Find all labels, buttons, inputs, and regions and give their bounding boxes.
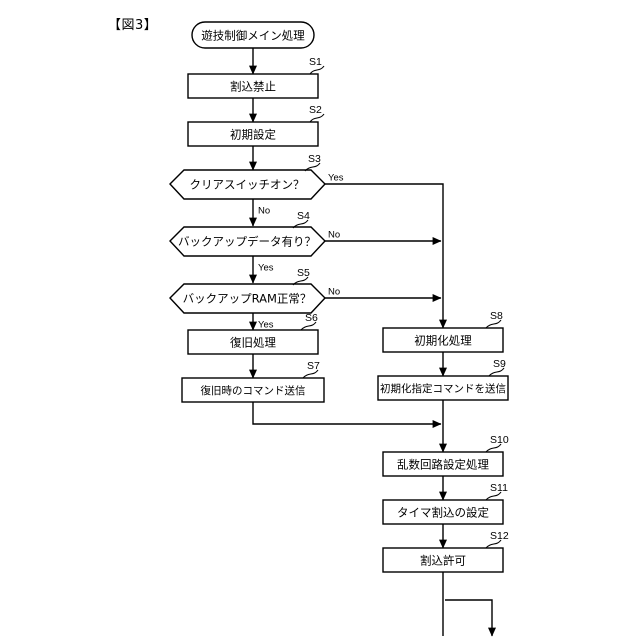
node-s8: 初期化処理 S8 [382,310,504,353]
node-s4-label: バックアップデータ有り？ [178,235,316,249]
step-tag-s12: S12 [490,530,509,542]
step-tag-s5: S5 [297,267,310,279]
branch-label-s3-no: No [258,206,270,217]
node-s5: バックアップRAM正常？ S5 No Yes [169,267,340,331]
step-tag-s7: S7 [307,360,320,372]
step-tag-s10: S10 [490,434,509,446]
node-s10: 乱数回路設定処理 S10 [382,434,509,477]
edge-s7-to-trunk [252,402,442,428]
step-tag-s8: S8 [490,310,503,322]
edge-s3-yes-to-s8 [325,183,447,329]
connector-layer [249,48,496,637]
node-s12: 割込許可 S12 [382,530,509,573]
node-s8-label: 初期化処理 [414,334,472,348]
node-s12-label: 割込許可 [420,554,466,568]
node-s5-label: バックアップRAM正常？ [183,292,312,306]
node-s7-label: 復旧時のコマンド送信 [201,384,306,397]
figure-title: 【図3】 [108,18,158,33]
branch-label-s4-no: No [328,230,340,241]
node-s4: バックアップデータ有り？ S4 No Yes [169,210,340,274]
step-tag-s6: S6 [305,312,318,324]
node-s3: クリアスイッチオン？ S3 Yes No [169,153,344,217]
branch-label-s5-no: No [328,287,340,298]
node-s6: 復旧処理 S6 [187,312,319,355]
node-s7: 復旧時のコマンド送信 S7 [181,360,325,403]
node-s3-label: クリアスイッチオン？ [190,178,305,192]
step-tag-s2: S2 [309,104,322,116]
node-s1-label: 割込禁止 [230,80,276,94]
step-tag-s4: S4 [297,210,310,222]
node-s9: 初期化指定コマンドを送信 S9 [377,358,509,401]
branch-label-s5-yes: Yes [258,320,274,331]
step-tag-s1: S1 [309,56,322,68]
node-s10-label: 乱数回路設定処理 [397,458,489,472]
step-tag-s9: S9 [493,358,506,370]
node-s1: 割込禁止 S1 [187,56,325,99]
node-s9-label: 初期化指定コマンドを送信 [380,382,506,395]
node-start-label: 遊技制御メイン処理 [201,29,305,43]
branch-label-s3-yes: Yes [328,173,344,184]
step-tag-s11: S11 [490,482,508,494]
node-s11-label: タイマ割込の設定 [397,506,489,520]
loop-back-path [445,599,496,637]
node-s2: 初期設定 S2 [187,104,325,147]
branch-label-s4-yes: Yes [258,263,274,274]
node-s11: タイマ割込の設定 S11 [382,482,508,525]
node-s2-label: 初期設定 [230,128,276,142]
node-s6-label: 復旧処理 [230,336,276,350]
step-tag-s3: S3 [308,153,321,165]
node-start: 遊技制御メイン処理 [191,21,315,49]
